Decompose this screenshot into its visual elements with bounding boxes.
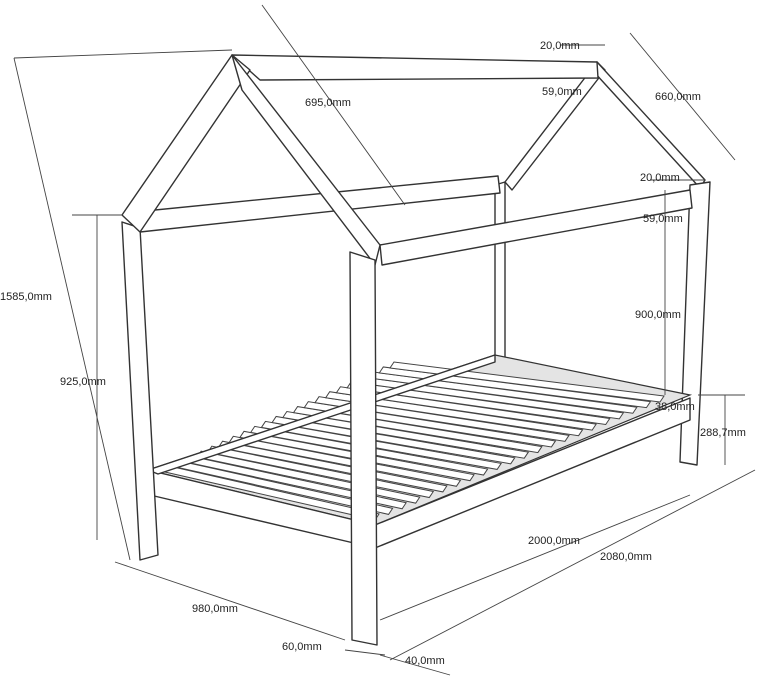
dimension-lines — [13, 4, 756, 676]
dim-total-height: 1585,0mm — [0, 291, 52, 303]
dim-post-height: 925,0mm — [60, 376, 106, 388]
dim-roof-length: 695,0mm — [305, 97, 351, 109]
dim-inner-length: 2000,0mm — [528, 535, 580, 547]
dim-total-width: 980,0mm — [192, 603, 238, 615]
slat — [228, 435, 462, 487]
slat — [335, 386, 597, 431]
dim-side-height: 900,0mm — [635, 309, 681, 321]
slat — [260, 420, 502, 470]
front-frame — [121, 54, 381, 646]
dim-back-rail-height: 59,0mm — [542, 86, 582, 98]
dim-frame-floor-height: 288,7mm — [700, 427, 746, 439]
dim-total-length: 2080,0mm — [600, 551, 652, 563]
back-frame — [134, 54, 711, 466]
slat — [346, 381, 611, 426]
dim-back-rail-thickness: 20,0mm — [540, 40, 580, 52]
dim-side-rail-thickness: 20,0mm — [640, 172, 680, 184]
dim-frame-rail-height: 38,0mm — [655, 401, 695, 413]
dim-post-depth: 40,0mm — [405, 655, 445, 667]
slat — [324, 391, 584, 437]
slat — [282, 410, 530, 459]
slat — [271, 415, 516, 465]
dim-roof-depth: 660,0mm — [655, 91, 701, 103]
dim-side-rail-height: 59,0mm — [643, 213, 683, 225]
dim-post-width: 60,0mm — [282, 641, 322, 653]
bed-base — [145, 354, 693, 549]
slat — [314, 396, 570, 442]
